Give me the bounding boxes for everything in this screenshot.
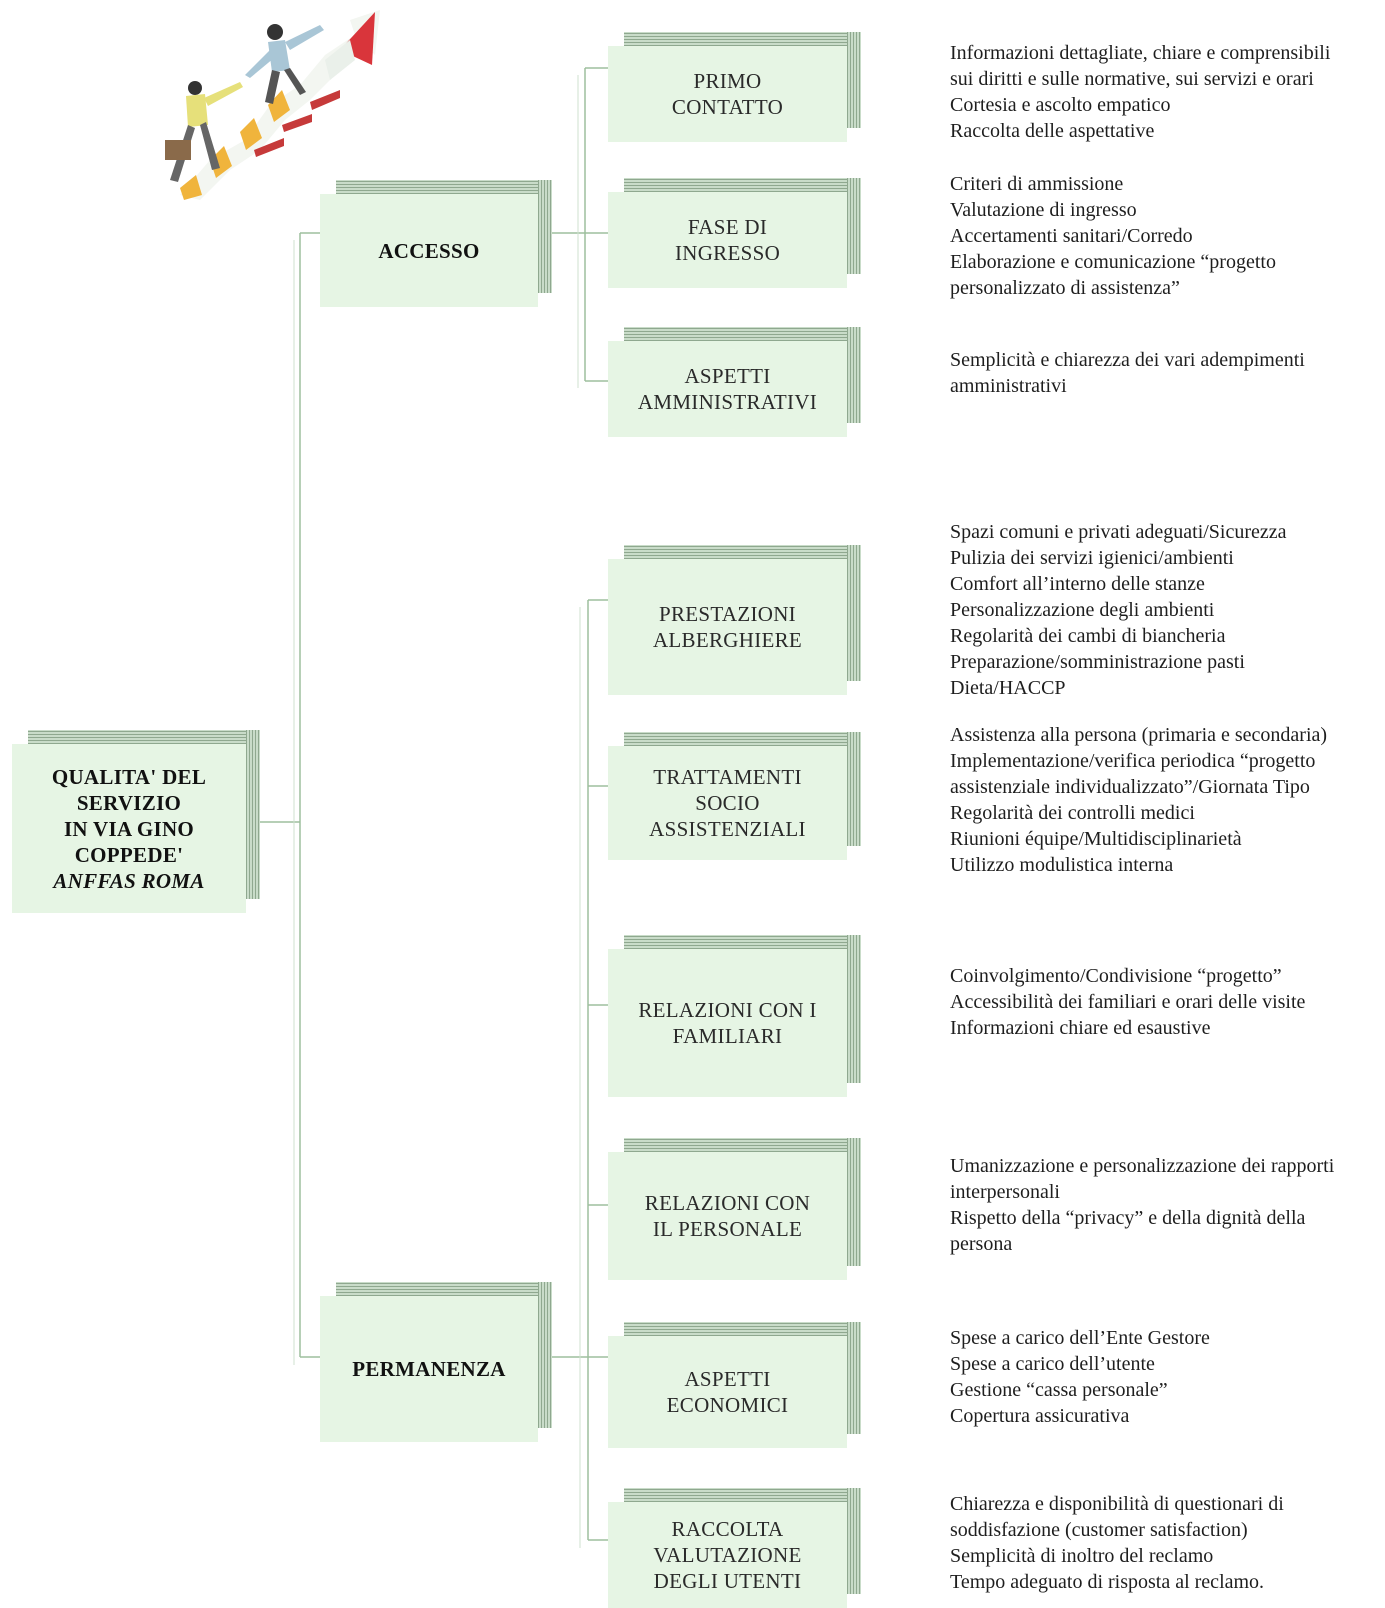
root-line-italic: ANFFAS ROMA: [53, 868, 205, 893]
desc-line: Gestione “cassa personale”: [950, 1379, 1168, 1401]
desc-line: Umanizzazione e personalizzazione dei ra…: [950, 1155, 1335, 1177]
desc-line: Criteri di ammissione: [950, 173, 1124, 195]
item-raccolta-label: RACCOLTA VALUTAZIONE DEGLI UTENTI: [653, 1517, 802, 1593]
desc-line: Personalizzazione degli ambienti: [950, 599, 1215, 621]
group-accesso-label: ACCESSO: [378, 238, 480, 263]
desc-line: Accertamenti sanitari/Corredo: [950, 225, 1193, 247]
desc-line: Implementazione/verifica periodica “prog…: [950, 750, 1316, 772]
desc-line: Chiarezza e disponibilità di questionari…: [950, 1493, 1284, 1515]
desc-trattamenti: Assistenza alla persona (primaria e seco…: [950, 722, 1385, 878]
root-line-3: IN VIA GINO: [63, 816, 195, 841]
desc-line: Coinvolgimento/Condivisione “progetto”: [950, 965, 1282, 987]
desc-line: Dieta/HACCP: [950, 677, 1066, 699]
desc-prestazioni-alberghiere: Spazi comuni e privati adeguati/Sicurezz…: [950, 519, 1385, 701]
desc-primo-contatto: Informazioni dettagliate, chiare e compr…: [950, 40, 1385, 144]
desc-line: persona: [950, 1233, 1013, 1255]
desc-line: Informazioni dettagliate, chiare e compr…: [950, 42, 1331, 64]
desc-line: sui diritti e sulle normative, sui servi…: [950, 68, 1314, 90]
item-relazioni-personale-label: RELAZIONI CON IL PERSONALE: [644, 1191, 811, 1241]
desc-line: amministrativi: [950, 375, 1067, 397]
desc-line: Elaborazione e comunicazione “progetto: [950, 251, 1276, 273]
desc-raccolta: Chiarezza e disponibilità di questionari…: [950, 1491, 1385, 1595]
desc-aspetti-amministrativi: Semplicità e chiarezza dei vari adempime…: [950, 347, 1385, 399]
business-people-climbing-arrow-icon: [165, 10, 380, 200]
desc-line: Regolarità dei cambi di biancheria: [950, 625, 1226, 647]
desc-line: personalizzato di assistenza”: [950, 277, 1180, 299]
desc-line: Preparazione/somministrazione pasti: [950, 651, 1245, 673]
item-relazioni-familiari-label: RELAZIONI CON I FAMILIARI: [638, 998, 817, 1048]
desc-line: Tempo adeguato di risposta al reclamo.: [950, 1571, 1265, 1593]
item-raccolta-valutazione: RACCOLTA VALUTAZIONE DEGLI UTENTI: [608, 1488, 861, 1608]
desc-line: assistenziale individualizzato”/Giornata…: [950, 776, 1310, 798]
item-fase-ingresso: FASE DI INGRESSO: [608, 178, 861, 288]
desc-line: Semplicità di inoltro del reclamo: [950, 1545, 1214, 1567]
group-accesso-box: ACCESSO: [320, 180, 552, 307]
root-line-2: SERVIZIO: [76, 790, 182, 815]
desc-line: Raccolta delle aspettative: [950, 120, 1155, 142]
desc-line: Cortesia e ascolto empatico: [950, 94, 1171, 116]
root-line-1: QUALITA' DEL: [51, 764, 207, 789]
root-box: QUALITA' DEL SERVIZIO IN VIA GINO COPPED…: [12, 730, 260, 913]
desc-fase-ingresso: Criteri di ammissione Valutazione di ing…: [950, 171, 1385, 301]
desc-line: Regolarità dei controlli medici: [950, 802, 1195, 824]
desc-line: Copertura assicurativa: [950, 1405, 1130, 1427]
item-aspetti-economici: ASPETTI ECONOMICI: [608, 1322, 861, 1448]
desc-line: Comfort all’interno delle stanze: [950, 573, 1205, 595]
item-aspetti-amministrativi-label: ASPETTI AMMINISTRATIVI: [637, 364, 818, 414]
desc-line: Utilizzo modulistica interna: [950, 854, 1174, 876]
desc-line: soddisfazione (customer satisfaction): [950, 1519, 1248, 1541]
desc-line: Pulizia dei servizi igienici/ambienti: [950, 547, 1234, 569]
desc-line: Rispetto della “privacy” e della dignità…: [950, 1207, 1306, 1229]
desc-line: Semplicità e chiarezza dei vari adempime…: [950, 349, 1305, 371]
desc-line: Spese a carico dell’Ente Gestore: [950, 1327, 1210, 1349]
item-prestazioni-alberghiere-label: PRESTAZIONI ALBERGHIERE: [652, 602, 803, 652]
desc-line: Accessibilità dei familiari e orari dell…: [950, 991, 1306, 1013]
desc-line: Informazioni chiare ed esaustive: [950, 1017, 1211, 1039]
item-trattamenti-label: TRATTAMENTI SOCIO ASSISTENZIALI: [649, 765, 806, 841]
item-prestazioni-alberghiere: PRESTAZIONI ALBERGHIERE: [608, 545, 861, 695]
item-aspetti-economici-label: ASPETTI ECONOMICI: [666, 1367, 789, 1417]
desc-line: Riunioni équipe/Multidisciplinarietà: [950, 828, 1242, 850]
item-relazioni-familiari: RELAZIONI CON I FAMILIARI: [608, 935, 861, 1097]
item-primo-contatto: PRIMO CONTATTO: [608, 32, 861, 142]
root-line-4: COPPEDE': [74, 842, 184, 867]
desc-line: Spazi comuni e privati adeguati/Sicurezz…: [950, 521, 1287, 543]
desc-relazioni-familiari: Coinvolgimento/Condivisione “progetto” A…: [950, 963, 1385, 1041]
group-permanenza-box: PERMANENZA: [320, 1282, 552, 1442]
item-aspetti-amministrativi: ASPETTI AMMINISTRATIVI: [608, 327, 861, 437]
item-primo-contatto-label: PRIMO CONTATTO: [671, 69, 784, 119]
desc-aspetti-economici: Spese a carico dell’Ente Gestore Spese a…: [950, 1325, 1385, 1429]
item-relazioni-personale: RELAZIONI CON IL PERSONALE: [608, 1138, 861, 1280]
desc-line: Assistenza alla persona (primaria e seco…: [950, 724, 1328, 746]
group-permanenza-label: PERMANENZA: [352, 1357, 506, 1381]
item-trattamenti-socio-assistenziali: TRATTAMENTI SOCIO ASSISTENZIALI: [608, 732, 861, 860]
item-fase-ingresso-label: FASE DI INGRESSO: [674, 215, 781, 265]
desc-line: Valutazione di ingresso: [950, 199, 1137, 221]
desc-line: interpersonali: [950, 1181, 1060, 1203]
desc-relazioni-personale: Umanizzazione e personalizzazione dei ra…: [950, 1153, 1385, 1257]
desc-line: Spese a carico dell’utente: [950, 1353, 1155, 1375]
